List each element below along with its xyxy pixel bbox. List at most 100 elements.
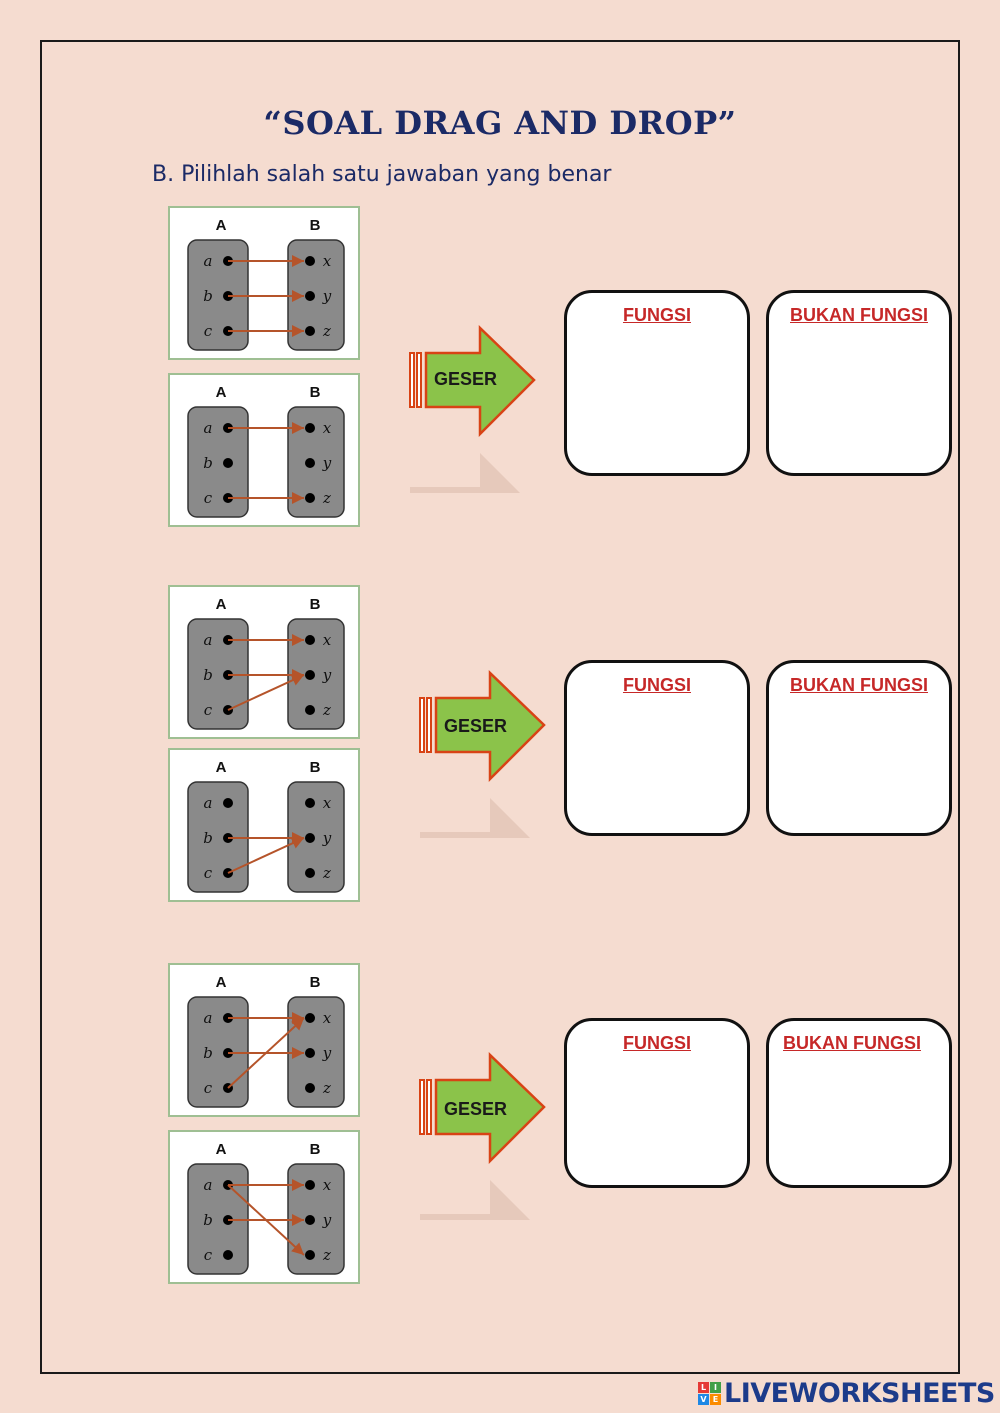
codomain-dot: [305, 868, 315, 878]
codomain-element: y: [322, 1044, 332, 1062]
codomain-dot: [305, 1048, 315, 1058]
codomain-element: x: [323, 794, 332, 812]
brand-text: LIVEWORKSHEETS: [724, 1377, 995, 1409]
geser-arrow-icon: GESER: [419, 670, 546, 838]
codomain-element: z: [322, 864, 331, 882]
set-a-box: [187, 406, 249, 518]
codomain-element: y: [322, 1211, 332, 1229]
instruction-text: B. Pilihlah salah satu jawaban yang bena…: [152, 162, 612, 187]
codomain-element: z: [322, 1079, 331, 1097]
codomain-dot: [305, 635, 315, 645]
bukan-fungsi-drop-zone[interactable]: BUKAN FUNGSI: [766, 290, 952, 476]
set-b-box: [287, 406, 345, 518]
codomain-element: z: [322, 322, 331, 340]
worksheet-frame: [40, 40, 960, 1374]
codomain-dot: [305, 1215, 315, 1225]
codomain-element: x: [323, 1009, 332, 1027]
codomain-dot: [305, 458, 315, 468]
codomain-dot: [305, 1180, 315, 1190]
domain-element: b: [203, 287, 213, 305]
fungsi-drop-zone[interactable]: FUNGSI: [564, 1018, 750, 1188]
codomain-dot: [305, 833, 315, 843]
fungsi-drop-zone[interactable]: FUNGSI: [564, 290, 750, 476]
page-title: “SOAL DRAG AND DROP”: [263, 104, 737, 142]
codomain-dot: [305, 291, 315, 301]
codomain-element: x: [323, 631, 332, 649]
fungsi-label: FUNGSI: [622, 305, 691, 325]
domain-element: a: [204, 1009, 213, 1027]
codomain-dot: [305, 1250, 315, 1260]
codomain-dot: [305, 798, 315, 808]
fungsi-label: FUNGSI: [622, 1033, 691, 1053]
set-a-label: A: [216, 759, 227, 776]
codomain-dot: [305, 1013, 315, 1023]
domain-element: c: [204, 489, 213, 507]
geser-label: GESER: [434, 369, 497, 389]
codomain-element: z: [322, 701, 331, 719]
domain-element: a: [204, 1176, 213, 1194]
set-b-label: B: [310, 759, 321, 776]
domain-element: c: [204, 701, 213, 719]
mapping-arrow: [227, 674, 305, 711]
set-a-label: A: [216, 596, 227, 613]
mapping-arrow: [227, 837, 305, 874]
codomain-element: x: [323, 419, 332, 437]
liveworksheets-logo: L I V E LIVEWORKSHEETS: [698, 1377, 995, 1409]
domain-dot: [223, 798, 233, 808]
set-b-label: B: [310, 1141, 321, 1158]
codomain-element: y: [322, 666, 332, 684]
geser-arrow-icon: GESER: [409, 325, 536, 493]
set-a-label: A: [216, 384, 227, 401]
domain-element: c: [204, 322, 213, 340]
set-a-label: A: [216, 217, 227, 234]
codomain-element: y: [322, 454, 332, 472]
fungsi-label: FUNGSI: [622, 675, 691, 695]
codomain-element: z: [322, 489, 331, 507]
set-b-label: B: [310, 384, 321, 401]
codomain-element: z: [322, 1246, 331, 1264]
set-b-label: B: [310, 596, 321, 613]
codomain-dot: [305, 670, 315, 680]
domain-element: a: [204, 252, 213, 270]
bukan-fungsi-label: BUKAN FUNGSI: [790, 305, 928, 325]
bukan-fungsi-label: BUKAN FUNGSI: [783, 1033, 921, 1053]
logo-icon: L I V E: [698, 1381, 721, 1405]
set-b-label: B: [310, 974, 321, 991]
set-a-label: A: [216, 1141, 227, 1158]
domain-element: b: [203, 454, 213, 472]
codomain-dot: [305, 1083, 315, 1093]
domain-element: b: [203, 1044, 213, 1062]
codomain-dot: [305, 423, 315, 433]
bukan-fungsi-drop-zone[interactable]: BUKAN FUNGSI: [766, 660, 952, 836]
bukan-fungsi-label: BUKAN FUNGSI: [790, 675, 928, 695]
codomain-dot: [305, 326, 315, 336]
domain-element: b: [203, 1211, 213, 1229]
codomain-dot: [305, 705, 315, 715]
codomain-dot: [305, 493, 315, 503]
codomain-element: x: [323, 1176, 332, 1194]
codomain-dot: [305, 256, 315, 266]
mapping-arrow: [227, 1017, 305, 1089]
domain-element: c: [204, 864, 213, 882]
domain-element: a: [204, 631, 213, 649]
domain-element: b: [203, 829, 213, 847]
domain-element: a: [204, 794, 213, 812]
bukan-fungsi-drop-zone[interactable]: BUKAN FUNGSI: [766, 1018, 952, 1188]
set-b-label: B: [310, 217, 321, 234]
set-a-label: A: [216, 974, 227, 991]
domain-element: c: [204, 1079, 213, 1097]
codomain-element: x: [323, 252, 332, 270]
domain-element: a: [204, 419, 213, 437]
fungsi-drop-zone[interactable]: FUNGSI: [564, 660, 750, 836]
